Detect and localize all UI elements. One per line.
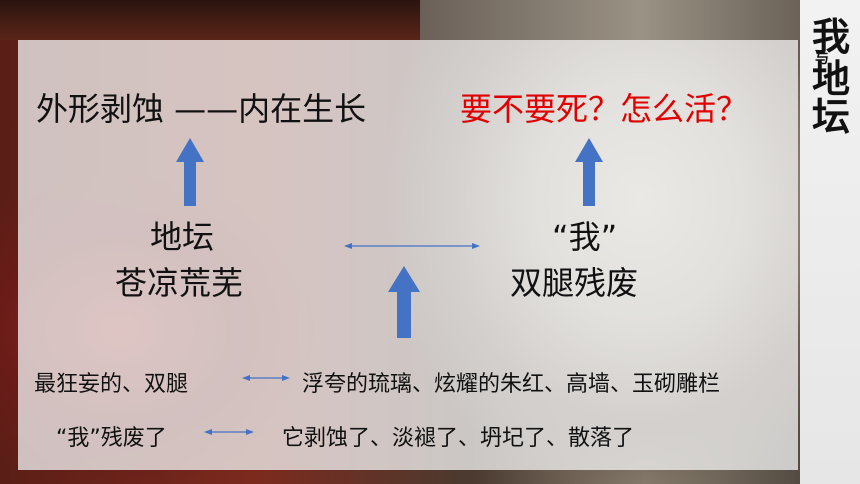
double-arrow-row1 [242,375,290,381]
heading-external-erosion: 外形剥蚀 ——内在生长 [36,90,367,128]
label-ditan-desc: 苍凉荒芜 [115,264,244,302]
logo-char-yu: 与 [815,51,829,67]
label-ditan: 地坛 [150,218,215,256]
logo-char-di: 地 [811,57,850,101]
side-strip [800,0,860,484]
up-arrow-left [176,138,204,206]
title-logo: 我 与 地 坛 [806,18,856,136]
row2-right-text: 它剥蚀了、淡褪了、坍圮了、散落了 [282,426,635,451]
background-top-right [420,0,860,40]
background-top-left [0,0,420,40]
row1-left-text: 最狂妄的、双腿 [34,372,189,397]
row2-left-text: “我”残废了 [56,426,167,451]
logo-char-wo: 我 [811,15,850,59]
label-wo-desc: 双腿残废 [510,264,639,302]
row1-right-text: 浮夸的琉璃、炫耀的朱红、高墙、玉砌雕栏 [302,372,721,397]
up-arrow-right [575,138,603,206]
logo-char-tan: 坛 [811,95,850,139]
up-arrow-center [388,266,420,338]
double-arrow-middle [344,243,480,249]
label-wo: “我” [552,218,618,256]
content-panel [18,40,798,470]
double-arrow-row2 [204,429,254,435]
heading-life-question: 要不要死？怎么活？ [460,90,749,128]
